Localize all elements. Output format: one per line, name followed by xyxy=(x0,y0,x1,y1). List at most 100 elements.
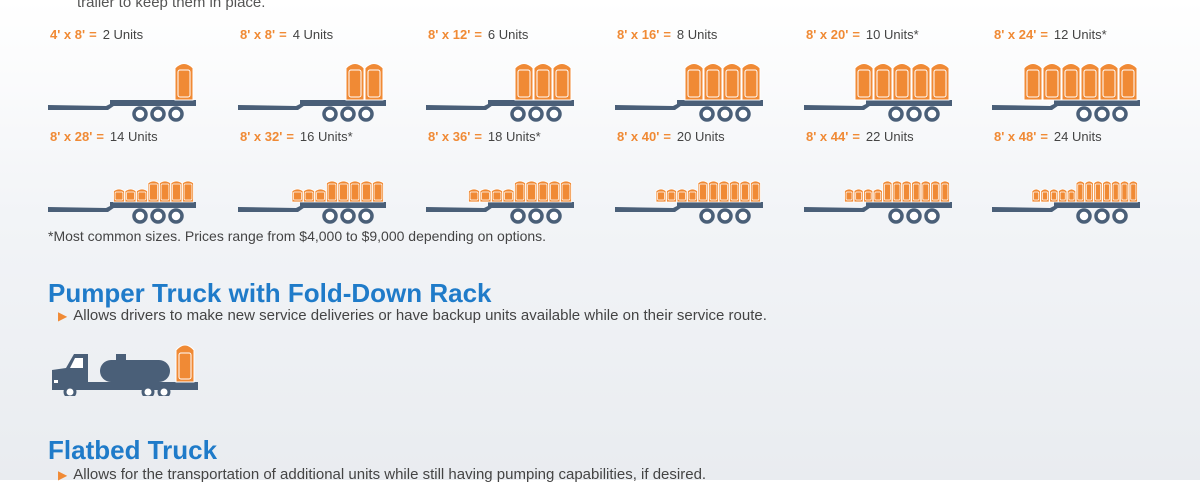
trailer-size: 8' x 12' xyxy=(428,27,471,42)
flatbed-bullet-text: Allows for the transportation of additio… xyxy=(73,466,707,483)
truck-tank xyxy=(100,360,170,382)
portable-toilet-icon xyxy=(1119,180,1130,203)
portable-toilet-icon xyxy=(882,180,893,203)
wheel-icon xyxy=(1076,208,1092,224)
wheel-icon xyxy=(1112,208,1128,224)
wheel-icon xyxy=(358,106,374,122)
trailer-illustration xyxy=(426,63,574,122)
wheel-icon xyxy=(510,208,526,224)
trailer-card: 8' x 8'= 4 Units xyxy=(238,24,408,124)
trailer-bed xyxy=(677,202,763,208)
trailer-illustration xyxy=(804,63,952,122)
portable-toilet-icon xyxy=(303,188,315,203)
trailer-illustration xyxy=(48,180,196,224)
portable-toilet-icon xyxy=(863,188,874,203)
portable-toilet-icon xyxy=(514,180,526,203)
portable-toilet-icon xyxy=(703,63,723,101)
trailer-card: 8' x 20'=10 Units* xyxy=(804,24,974,124)
trailer-units: 6 Units xyxy=(487,27,529,42)
portable-toilet-icon xyxy=(911,180,922,203)
equals-sign: = xyxy=(474,129,482,144)
equals-sign: = xyxy=(1040,27,1048,42)
equals-sign: = xyxy=(1040,129,1048,144)
portable-toilet-icon xyxy=(1118,63,1138,101)
portable-toilet-icon xyxy=(548,180,561,203)
wheel-icon xyxy=(924,106,940,122)
portable-toilet-icon xyxy=(940,180,950,203)
portable-toilet-icon xyxy=(854,63,874,101)
portable-toilet-icon xyxy=(1099,63,1119,101)
trailer-hitch xyxy=(992,205,1062,212)
trailer-units: 24 Units xyxy=(1053,129,1102,144)
trailer-card: 8' x 12'=6 Units xyxy=(426,24,596,124)
trailer-card: 8' x 24'=12 Units* xyxy=(992,24,1162,124)
bullet-arrow-icon: ▶ xyxy=(58,468,68,482)
wheel-icon xyxy=(888,208,904,224)
portable-toilet-icon xyxy=(364,63,384,101)
trailer-bed xyxy=(300,202,386,208)
portable-toilet-icon xyxy=(1093,180,1103,203)
trailer-hitch xyxy=(426,103,496,110)
trailer-size: 8' x 16' xyxy=(617,27,660,42)
trailer-label: 8' x 16'=8 Units xyxy=(617,27,717,42)
portable-toilet-icon xyxy=(337,180,350,203)
trailer-size: 8' x 40' xyxy=(617,129,660,144)
trailer-bed xyxy=(488,202,574,208)
equals-sign: = xyxy=(279,27,287,42)
pumper-bullet-text: Allows drivers to make new service deliv… xyxy=(73,307,767,324)
trailer-card: 8' x 48'= 24 Units xyxy=(992,126,1162,226)
trailer-card: 8' x 32'=16 Units* xyxy=(238,126,408,226)
trailer-illustration xyxy=(992,180,1140,224)
portable-toilet-icon xyxy=(1066,188,1077,203)
portable-toilet-icon xyxy=(147,180,160,203)
trailer-illustration xyxy=(615,180,763,224)
portable-toilet-icon xyxy=(360,180,373,203)
portable-toilet-icon xyxy=(655,188,667,203)
portable-toilet-icon xyxy=(1042,63,1062,101)
portable-toilet-icon xyxy=(1128,180,1138,203)
trailer-hitch xyxy=(48,103,118,110)
wheel-icon xyxy=(699,208,715,224)
trailer-row-2: 8' x 28'=14 Units 8' x 32'=16 Units* 8' … xyxy=(48,126,1188,228)
wheel-icon xyxy=(546,106,562,122)
wheel-icon xyxy=(717,208,733,224)
trailer-size: 8' x 48' xyxy=(994,129,1037,144)
trailer-size: 8' x 32' xyxy=(240,129,283,144)
portable-toilet-icon xyxy=(741,63,761,101)
portable-toilet-icon xyxy=(901,180,912,203)
flatbed-bullet: ▶ Allows for the transportation of additi… xyxy=(58,466,706,483)
trailer-grid: 4' x 8'=2 Units 8' x 8'=4 Units 8' x 12'… xyxy=(48,24,1188,228)
wheel-icon xyxy=(510,106,526,122)
trailer-label: 8' x 8'= 4 Units xyxy=(240,27,333,42)
wheel-icon xyxy=(150,208,166,224)
wheel-icon xyxy=(528,208,544,224)
portable-toilet-icon xyxy=(491,188,503,203)
trailer-hitch xyxy=(804,205,874,212)
portable-toilet-icon xyxy=(1061,63,1081,101)
portable-toilet-icon xyxy=(525,180,538,203)
trailer-label: 4' x 8'=2 Units xyxy=(50,27,143,42)
portable-toilet-icon xyxy=(159,180,171,203)
portable-toilet-icon xyxy=(502,188,515,203)
pumper-bullet: ▶Allows drivers to make new service deli… xyxy=(58,307,767,324)
trailer-label: 8' x 40'=20 Units xyxy=(617,129,725,144)
wheel-icon xyxy=(322,106,338,122)
portable-toilet-icon xyxy=(666,188,677,203)
portable-toilet-icon xyxy=(1031,188,1041,203)
portable-toilet-icon xyxy=(1080,63,1100,101)
equals-sign: = xyxy=(96,129,104,144)
portable-toilet-icon xyxy=(182,180,194,203)
portable-toilet-icon xyxy=(872,188,883,203)
trailer-label: 8' x 20'=10 Units* xyxy=(806,27,919,42)
trailer-bed xyxy=(110,202,196,208)
portable-toilet-icon xyxy=(345,63,365,101)
trailer-size: 8' x 8' xyxy=(240,27,276,42)
wheel-icon xyxy=(1076,106,1092,122)
trailer-label: 8' x 24'=12 Units* xyxy=(994,27,1107,42)
trailer-units: 4 Units xyxy=(292,27,334,42)
trailer-card: 8' x 44'=22 Units xyxy=(804,126,974,226)
portable-toilet-icon xyxy=(930,63,950,101)
trailer-units: 18 Units* xyxy=(487,129,541,144)
equals-sign: = xyxy=(663,129,671,144)
portable-toilet-icon xyxy=(479,188,492,203)
